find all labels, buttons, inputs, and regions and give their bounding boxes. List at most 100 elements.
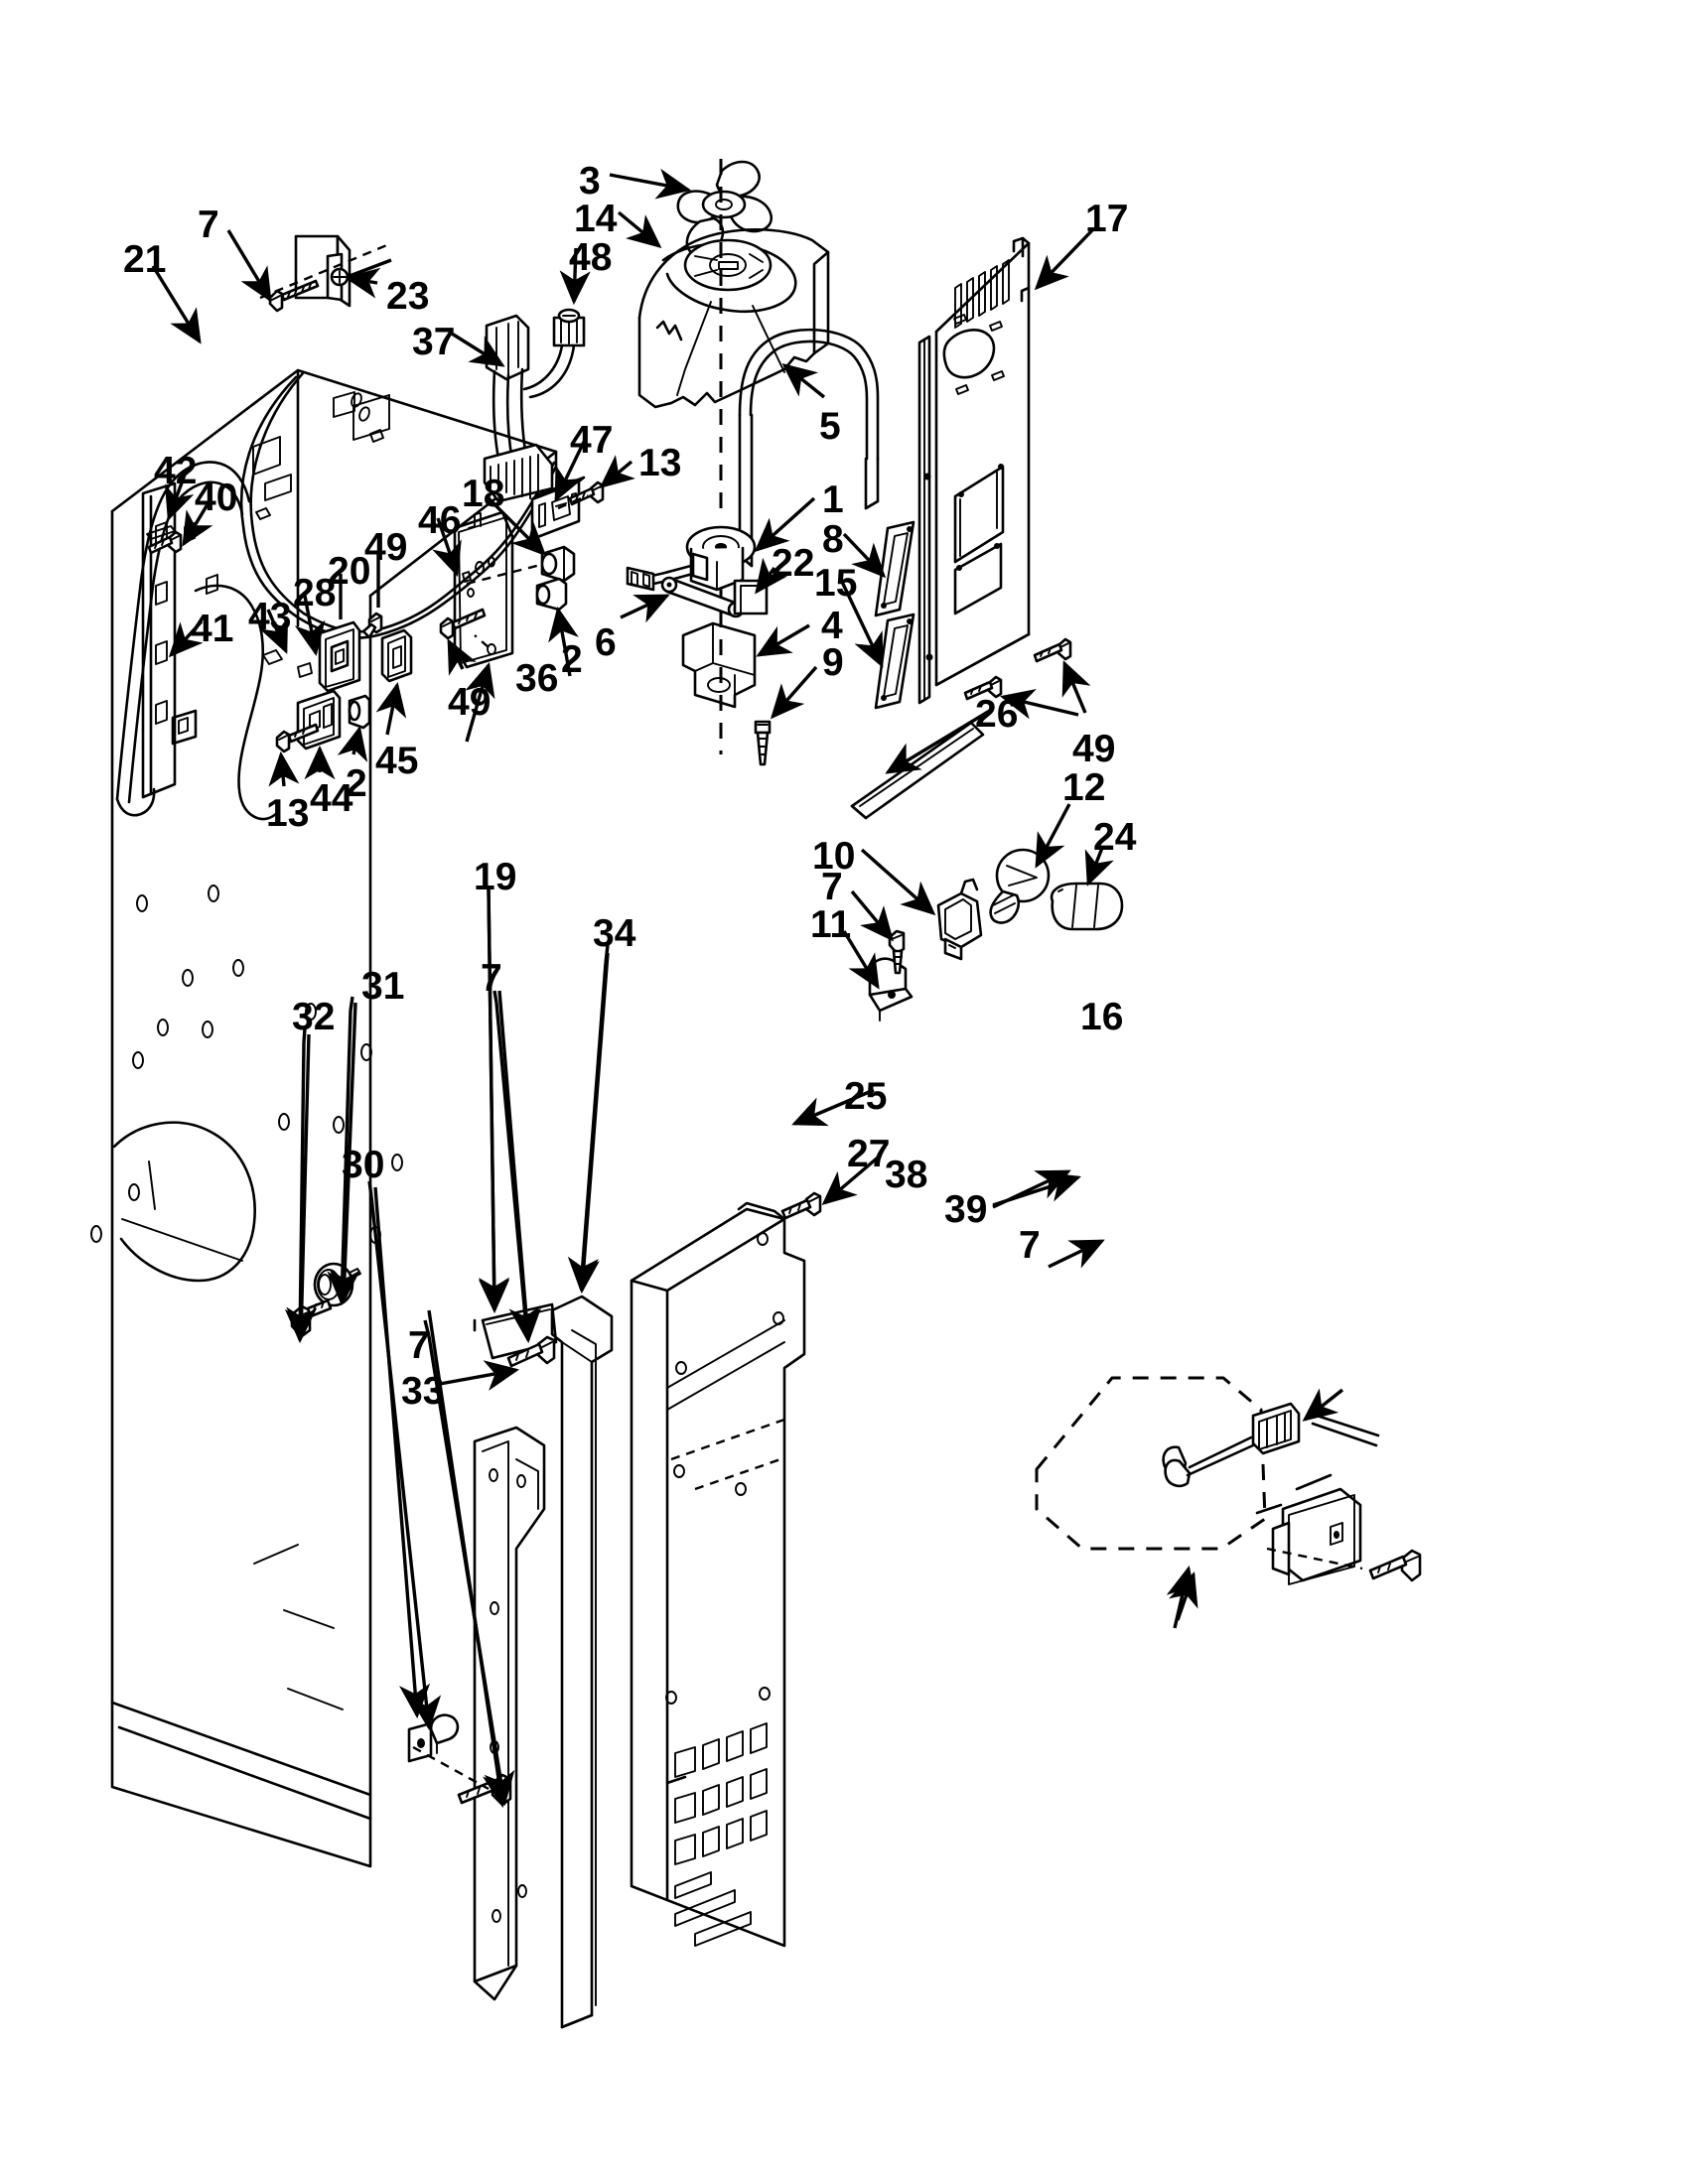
leader-19	[478, 890, 510, 1312]
callout-27: 27	[847, 1133, 891, 1175]
part-1-fan-motor	[626, 525, 757, 592]
callout-14: 14	[574, 198, 618, 240]
leader-24	[1084, 847, 1114, 887]
leader-33	[439, 1360, 520, 1391]
callout-38: 38	[885, 1154, 928, 1196]
part-40-liner	[194, 584, 280, 821]
callout-25: 25	[844, 1075, 888, 1118]
callout-48: 48	[569, 236, 613, 279]
leader-45	[375, 681, 407, 736]
fastener-49-left	[361, 612, 383, 639]
leader-36	[465, 662, 495, 743]
leader-16	[1302, 1388, 1344, 1422]
part-5-gasket-loop	[738, 328, 880, 568]
callout-2: 2	[346, 762, 367, 805]
part-17-side-panel	[917, 236, 1031, 705]
leader-25	[791, 1088, 875, 1127]
part-26-trim-strip	[850, 721, 985, 820]
leader-47	[554, 441, 586, 502]
callout-49: 49	[1072, 728, 1116, 770]
leader-6	[620, 594, 670, 623]
callout-9: 9	[822, 641, 844, 684]
part-42-bracket	[171, 709, 198, 746]
callout-13: 13	[266, 792, 310, 835]
callout-41: 41	[191, 608, 234, 650]
leader-30-dummy	[373, 1186, 431, 1719]
callout-6: 6	[595, 621, 617, 664]
part-34-handle-bar	[550, 1295, 614, 2029]
leader-17	[1034, 228, 1094, 291]
leader-7-right	[850, 889, 894, 942]
callout-8: 8	[822, 518, 844, 561]
callout-40: 40	[195, 477, 238, 519]
leader-4	[756, 623, 810, 657]
leader-42	[165, 474, 195, 521]
leader-49-right-b	[999, 689, 1079, 720]
callout-18: 18	[462, 473, 505, 515]
callout-21: 21	[123, 238, 167, 281]
leader-9	[770, 665, 818, 720]
callout-28: 28	[293, 572, 337, 614]
callout-33: 33	[401, 1370, 445, 1413]
callout-7: 7	[821, 866, 843, 908]
part-8-strip	[874, 520, 915, 617]
leader-5	[781, 363, 826, 399]
fastener-7-thermostat	[1368, 1549, 1422, 1582]
leader-22	[755, 557, 788, 595]
fastener-7	[268, 279, 320, 313]
leader-46	[432, 517, 462, 577]
part-10-lamp-socket	[936, 878, 983, 961]
callout-15: 15	[814, 562, 858, 605]
callout-30: 30	[342, 1144, 385, 1186]
leader-7-bottom	[427, 1335, 515, 1807]
part-31-grommet	[313, 1262, 361, 1307]
leader-8	[842, 532, 887, 579]
leader-49-right-a	[1061, 660, 1091, 714]
leader-27	[821, 1156, 880, 1206]
part-2-spacer-lower	[348, 694, 371, 730]
part-38-sensor-probe	[1162, 1402, 1380, 1488]
callout-4: 4	[821, 605, 843, 647]
leader-31	[327, 1010, 358, 1306]
leader-23	[344, 267, 381, 299]
fastener-49-right-upper	[1033, 637, 1072, 663]
leader-39-dummy	[992, 1171, 1081, 1207]
callout-49: 49	[448, 681, 492, 724]
leader-7-top	[226, 229, 272, 303]
group-16-outline	[1035, 1376, 1267, 1551]
callout-46: 46	[418, 499, 462, 542]
callout-23: 23	[386, 275, 430, 318]
callout-13: 13	[638, 442, 682, 484]
callout-16: 16	[1080, 996, 1124, 1038]
callout-31: 31	[361, 965, 405, 1008]
fastener-27	[780, 1191, 822, 1220]
callout-3: 3	[579, 160, 601, 203]
leader-41	[168, 619, 204, 658]
leader-2-lower	[337, 725, 368, 762]
part-14-fan-shroud	[637, 227, 830, 409]
leader-30	[369, 1195, 442, 1731]
callout-7: 7	[481, 957, 502, 1000]
callout-1: 1	[822, 478, 844, 521]
leader-21	[151, 265, 202, 344]
callout-49: 49	[364, 526, 408, 569]
leader-18	[485, 494, 547, 557]
leader-10	[860, 848, 936, 916]
leader-15	[840, 581, 884, 668]
part-23-bracket-and-screw	[259, 234, 390, 313]
callout-44: 44	[310, 777, 353, 820]
callout-37: 37	[412, 321, 456, 363]
callout-32: 32	[292, 996, 336, 1038]
fastener-32	[290, 1298, 333, 1338]
leader-13-upper	[599, 455, 635, 488]
part-33-side-rail-bracket	[473, 1318, 546, 2001]
fastener-7-rail	[506, 1335, 556, 1368]
callout-45: 45	[375, 740, 419, 782]
leader-26	[885, 707, 994, 774]
leader-48	[559, 247, 591, 306]
callout-17: 17	[1085, 198, 1129, 240]
fastener-13-left	[275, 723, 320, 753]
leader-11	[842, 930, 880, 990]
